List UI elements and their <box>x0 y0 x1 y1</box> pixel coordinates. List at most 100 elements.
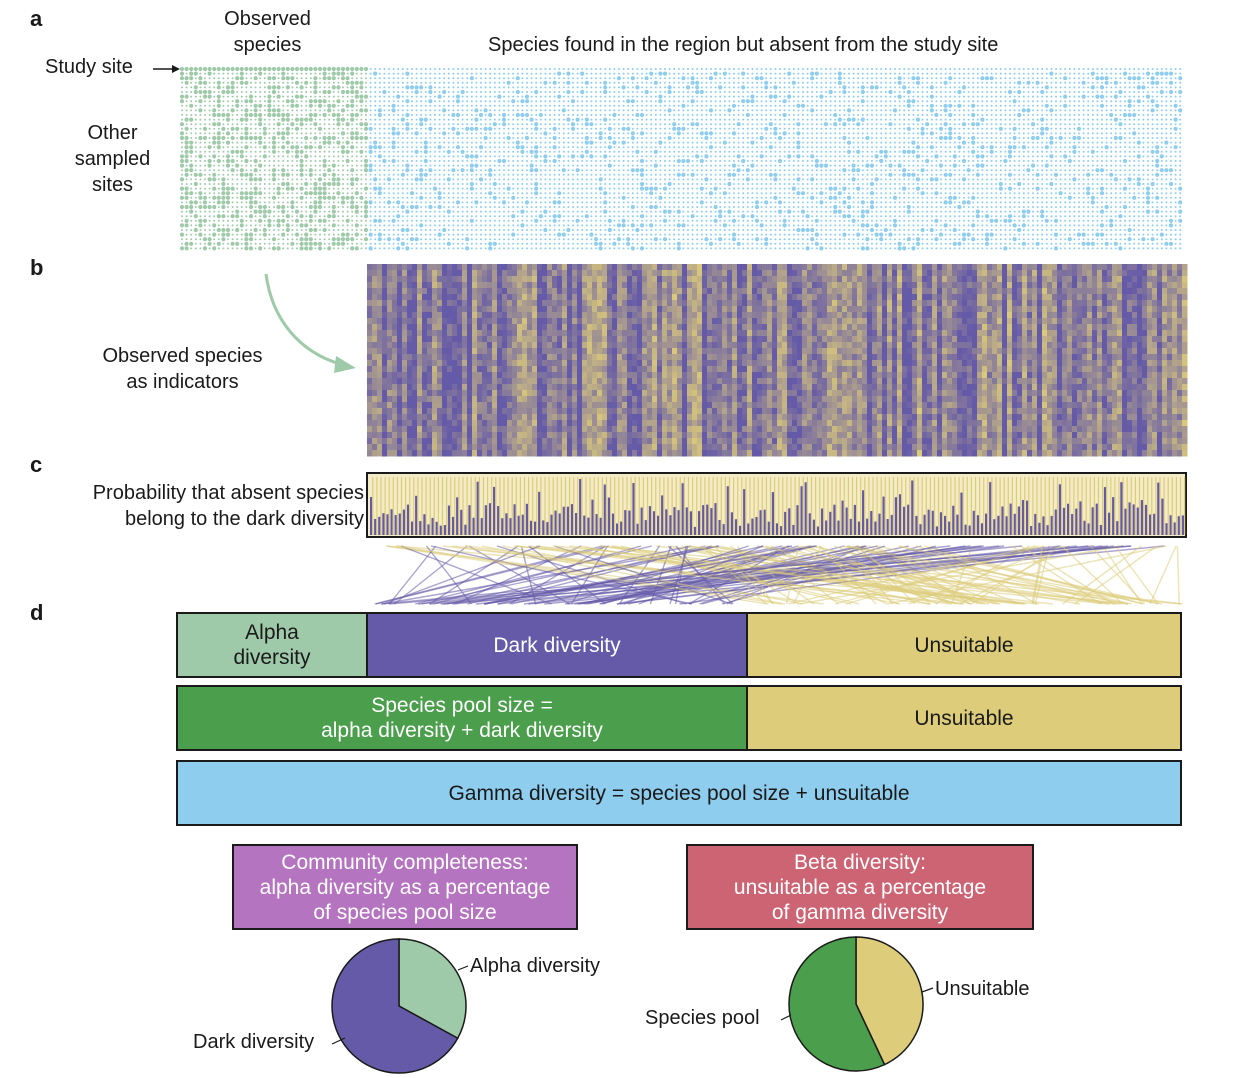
absent-dot <box>1059 77 1062 80</box>
absent-dot <box>1133 81 1136 84</box>
observed-dot <box>314 215 317 218</box>
absent-dot <box>512 95 515 98</box>
observed-dot <box>245 210 248 213</box>
observed-dot <box>363 108 369 113</box>
absent-dot <box>728 77 731 80</box>
absent-dot <box>848 68 850 70</box>
absent-dot <box>1026 80 1031 85</box>
absent-dot <box>673 132 676 135</box>
observed-dot <box>286 137 289 139</box>
absent-dot <box>981 150 984 153</box>
observed-dot <box>198 108 203 113</box>
absent-dot <box>613 91 616 93</box>
absent-dot <box>631 91 634 93</box>
absent-dot <box>788 81 791 84</box>
observed-dot <box>230 214 235 219</box>
observed-dot <box>300 137 303 139</box>
observed-dot <box>250 187 252 190</box>
absent-dot <box>1045 68 1048 70</box>
absent-dot <box>930 118 933 121</box>
observed-dot <box>254 123 257 126</box>
absent-dot <box>388 114 390 116</box>
observed-dot <box>239 66 244 72</box>
absent-dot <box>911 140 916 145</box>
absent-dot <box>912 132 915 135</box>
absent-dot <box>1096 150 1099 153</box>
absent-dot <box>544 91 547 93</box>
absent-dot <box>695 122 700 127</box>
absent-dot <box>866 81 869 84</box>
absent-dot <box>760 150 763 153</box>
observed-dot <box>217 219 220 222</box>
observed-dot <box>277 196 280 199</box>
absent-dot <box>935 68 938 70</box>
absent-dot <box>857 91 860 93</box>
observed-dot <box>194 219 197 222</box>
absent-dot <box>392 123 395 126</box>
absent-dot <box>705 100 708 103</box>
absent-dot <box>401 81 404 84</box>
absent-dot <box>728 86 731 89</box>
absent-dot <box>558 137 561 139</box>
observed-dot <box>212 140 217 145</box>
observed-dot <box>286 238 289 241</box>
observed-dot <box>300 127 303 130</box>
absent-dot <box>723 77 726 80</box>
observed-dot <box>262 145 267 150</box>
absent-dot <box>369 123 372 126</box>
absent-dot <box>1141 85 1146 90</box>
observed-dot <box>240 95 243 98</box>
absent-dot <box>429 77 432 80</box>
absent-dot <box>503 100 505 103</box>
absent-dot <box>792 91 795 93</box>
absent-dot <box>894 91 896 93</box>
absent-dot <box>1064 137 1067 139</box>
absent-dot <box>682 132 685 135</box>
observed-dot <box>304 237 309 242</box>
observed-dot <box>328 173 331 176</box>
observed-dot <box>184 140 189 145</box>
absent-dot <box>1064 146 1067 149</box>
observed-dot <box>236 178 239 181</box>
observed-dot <box>360 233 363 236</box>
observed-dot <box>253 112 258 118</box>
absent-dot <box>654 77 657 80</box>
observed-dot <box>345 76 350 81</box>
absent-dot <box>498 132 501 135</box>
observed-dot <box>194 81 197 84</box>
absent-dot <box>986 150 988 153</box>
observed-dot <box>286 72 289 75</box>
observed-dot <box>194 164 197 167</box>
absent-dot <box>820 114 823 116</box>
absent-dot <box>866 150 869 153</box>
absent-dot <box>530 146 533 149</box>
absent-dot <box>769 114 772 116</box>
absent-dot <box>756 137 758 139</box>
observed-dot <box>190 123 193 126</box>
observed-dot <box>359 80 364 85</box>
absent-dot <box>627 77 630 80</box>
absent-dot <box>875 109 878 112</box>
absent-dot <box>434 77 436 80</box>
observed-dot <box>231 95 234 98</box>
observed-dot <box>322 112 327 118</box>
observed-dot <box>245 215 248 218</box>
absent-dot <box>999 150 1002 153</box>
observed-dot <box>319 86 321 89</box>
observed-dot <box>181 81 183 84</box>
absent-dot <box>929 103 934 108</box>
absent-dot <box>783 109 786 112</box>
absent-dot <box>811 127 814 130</box>
absent-dot <box>599 91 602 93</box>
absent-dot <box>774 68 777 70</box>
observed-dot <box>337 219 340 222</box>
observed-dot <box>263 192 266 195</box>
observed-dot <box>235 76 240 81</box>
absent-dot <box>397 141 400 144</box>
absent-dot <box>1174 68 1177 70</box>
observed-dot <box>268 132 271 135</box>
absent-dot <box>848 114 850 116</box>
absent-dot <box>682 100 685 103</box>
observed-dot <box>342 229 344 231</box>
absent-dot <box>1072 135 1077 141</box>
